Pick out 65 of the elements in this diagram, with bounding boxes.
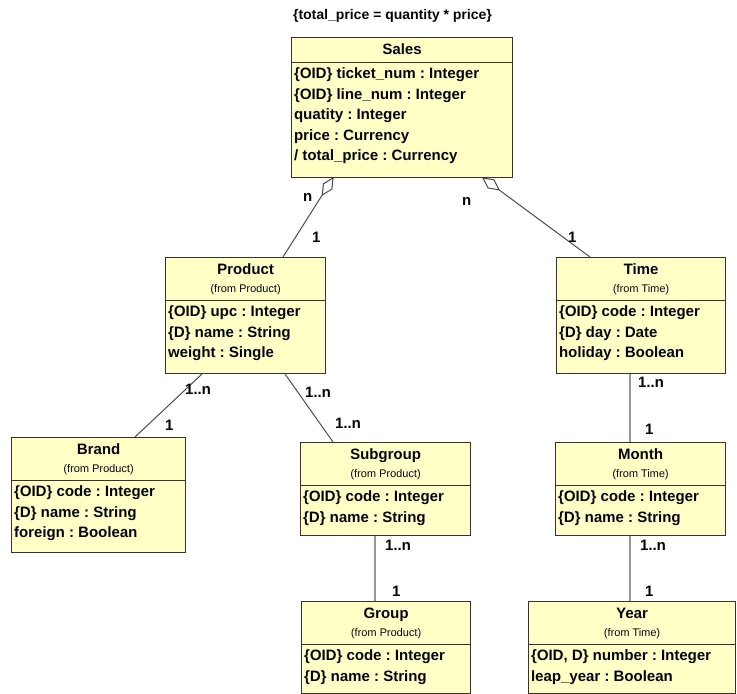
attribute-text: {OID} code : Integer bbox=[304, 646, 445, 666]
attribute-text: {D} day : Date bbox=[559, 322, 658, 342]
association-line bbox=[284, 374, 334, 442]
attribute-text: {OID} upc : Integer bbox=[168, 302, 301, 322]
class-name: Brand bbox=[76, 440, 120, 459]
package-note: (from Time) bbox=[604, 626, 660, 640]
multiplicity-label: n bbox=[462, 192, 472, 209]
multiplicity-label: 1..n bbox=[640, 537, 666, 554]
package-note: (from Product) bbox=[350, 626, 422, 640]
class-name: Sales bbox=[382, 40, 422, 59]
multiplicity-label: 1..n bbox=[385, 537, 411, 554]
attribute-text: / total_price : Currency bbox=[294, 146, 458, 166]
multiplicity-label: 1..n bbox=[185, 381, 211, 398]
attribute-text: {OID} code : Integer bbox=[559, 302, 700, 322]
class-box bbox=[301, 601, 471, 694]
multiplicity-label: 1 bbox=[312, 229, 320, 246]
package-note: (from Product) bbox=[210, 282, 281, 296]
package-note: (from Time) bbox=[612, 282, 670, 296]
multiplicity-label: 1 bbox=[645, 421, 654, 438]
package-note: (from Product) bbox=[350, 467, 421, 481]
multiplicity-label: n bbox=[303, 188, 312, 205]
attribute-text: {OID, D} number : Integer bbox=[531, 646, 712, 666]
attribute-text: {D} name : String bbox=[168, 322, 291, 342]
multiplicity-label: 1..n bbox=[638, 374, 664, 391]
attribute-text: {D} name : String bbox=[304, 666, 427, 686]
class-box bbox=[165, 257, 326, 374]
package-note: (from Time) bbox=[612, 467, 669, 481]
multiplicity-label: 1 bbox=[392, 583, 400, 600]
class-name: Group bbox=[364, 604, 408, 623]
class-box bbox=[528, 601, 736, 694]
constraint-note: {total_price = quantity * price} bbox=[293, 6, 492, 23]
multiplicity-label: 1..n bbox=[305, 384, 331, 401]
attribute-text: weight : Single bbox=[168, 343, 274, 363]
aggregation-line bbox=[282, 178, 334, 258]
attribute-text: quatity : Integer bbox=[294, 105, 407, 125]
attribute-text: {D} name : String bbox=[14, 502, 137, 522]
class-name: Month bbox=[618, 445, 663, 464]
association-line bbox=[374, 536, 376, 602]
class-name: Product bbox=[217, 260, 274, 279]
multiplicity-label: 1 bbox=[645, 583, 654, 600]
attribute-text: foreign : Boolean bbox=[14, 523, 138, 543]
class-box bbox=[300, 442, 471, 536]
class-name: Time bbox=[624, 260, 658, 279]
class-name: Year bbox=[616, 604, 648, 623]
attribute-text: leap_year : Boolean bbox=[531, 666, 673, 686]
package-note: (from Product) bbox=[63, 462, 134, 476]
multiplicity-label: 1 bbox=[568, 229, 576, 246]
attribute-text: {OID} ticket_num : Integer bbox=[294, 64, 480, 84]
multiplicity-label: 1 bbox=[165, 417, 174, 434]
attribute-text: {OID} code : Integer bbox=[303, 487, 444, 507]
aggregation-line bbox=[482, 178, 590, 258]
association-line bbox=[134, 374, 202, 438]
class-box bbox=[556, 257, 726, 374]
class-box bbox=[291, 37, 513, 178]
attribute-text: {D} name : String bbox=[303, 508, 426, 528]
class-box bbox=[11, 437, 186, 553]
attribute-text: price : Currency bbox=[294, 126, 410, 146]
attribute-text: {OID} code : Integer bbox=[558, 487, 699, 507]
class-name: Subgroup bbox=[350, 445, 421, 464]
multiplicity-label: 1..n bbox=[335, 415, 361, 432]
attribute-text: {D} name : String bbox=[558, 508, 681, 528]
attribute-text: {OID} line_num : Integer bbox=[294, 84, 466, 104]
attribute-text: holiday : Boolean bbox=[559, 343, 684, 363]
class-box bbox=[555, 442, 726, 536]
attribute-text: {OID} code : Integer bbox=[14, 482, 155, 502]
